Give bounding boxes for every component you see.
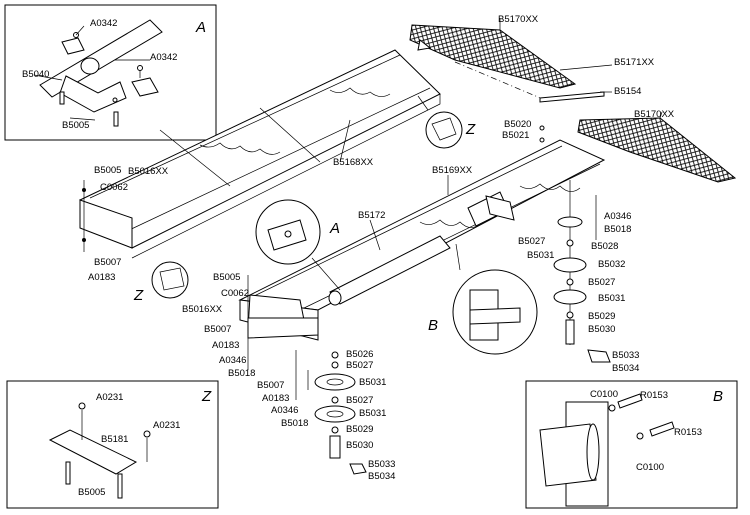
callout-z-top-letter: Z (465, 121, 476, 138)
label-b5033-r: B5033 (612, 350, 639, 361)
label-b5027-c1: B5027 (346, 360, 373, 371)
label-b5169xx: B5169XX (432, 165, 473, 176)
inset-b-label-2: R0153 (640, 390, 668, 401)
inset-a: A A0342 A0342 B5040 B5005 (4, 4, 217, 141)
inset-z-label-3: B5181 (101, 434, 128, 445)
label-b5018-front: B5018 (228, 368, 255, 379)
label-b5030-r: B5030 (588, 324, 615, 335)
inset-z: Z A0231 A0231 B5181 B5005 (6, 380, 219, 509)
inset-b: B C0100 R0153 R0153 C0100 (525, 380, 738, 509)
label-b5007-front-2: B5007 (257, 380, 284, 391)
label-b5027-r2: B5027 (588, 277, 615, 288)
inset-b-letter: B (713, 388, 723, 405)
axle-b5172 (328, 191, 515, 306)
label-b5021: B5021 (502, 130, 529, 141)
label-b5028: B5028 (591, 241, 618, 252)
label-a0183-left: A0183 (88, 272, 115, 283)
inset-a-label-1: A0342 (90, 18, 117, 29)
pin-b5154 (539, 91, 605, 103)
label-b5170xx-right: B5170XX (634, 109, 675, 120)
label-b5171xx: B5171XX (614, 57, 655, 68)
label-a0183-front-2: A0183 (262, 393, 289, 404)
bolt-b5005 (59, 91, 119, 127)
inset-z-letter: Z (201, 388, 212, 405)
inset-z-label-1: A0231 (96, 392, 123, 403)
callout-b-letter: B (428, 317, 438, 334)
label-c0062-front: C0062 (221, 288, 249, 299)
label-b5020: B5020 (504, 119, 531, 130)
label-a0346-right: A0346 (604, 211, 631, 222)
bracket-b5040 (59, 75, 127, 113)
label-b5027-c2: B5027 (346, 395, 373, 406)
label-b5018-right: B5018 (604, 224, 631, 235)
label-a0346-front-2: A0346 (271, 405, 298, 416)
inset-a-frame (4, 4, 217, 141)
inset-b-frame (525, 380, 738, 509)
inset-a-label-4: B5005 (62, 120, 89, 131)
inset-b-label-3: R0153 (674, 427, 702, 438)
label-b5154: B5154 (614, 86, 641, 97)
label-c0062-left: C0062 (100, 182, 128, 193)
track-b5168xx (79, 49, 441, 259)
inset-a-label-3: B5040 (22, 69, 49, 80)
callout-z-left-letter: Z (133, 287, 144, 304)
ramp-b5170xx-top (409, 24, 577, 89)
label-b5170xx-top: B5170XX (498, 14, 539, 25)
label-a0183-front: A0183 (212, 340, 239, 351)
ramp-b5170xx-right (577, 117, 737, 183)
inset-b-label-4: C0100 (636, 462, 664, 473)
callout-z-top (425, 111, 463, 149)
label-b5029-r: B5029 (588, 311, 615, 322)
label-b5005-front: B5005 (213, 272, 240, 283)
label-b5031-c1: B5031 (359, 377, 386, 388)
label-b5016xx-left: B5016XX (128, 166, 169, 177)
label-b5031-r2: B5031 (598, 293, 625, 304)
label-b5029-c: B5029 (346, 424, 373, 435)
callout-a-letter: A (329, 220, 340, 237)
inset-a-letter: A (195, 19, 206, 36)
inset-z-label-2: A0231 (153, 420, 180, 431)
label-b5172: B5172 (358, 210, 385, 221)
label-b5034-r: B5034 (612, 363, 639, 374)
label-b5007-left: B5007 (94, 257, 121, 268)
label-b5007-front: B5007 (204, 324, 231, 335)
label-b5168xx: B5168XX (333, 157, 374, 168)
center-wheel-stack (314, 351, 356, 459)
label-a0346-front: A0346 (219, 355, 246, 366)
label-b5016xx-front: B5016XX (182, 304, 223, 315)
bracket-b5181 (48, 429, 138, 475)
label-b5018-front-2: B5018 (281, 418, 308, 429)
shaft-drawing (39, 19, 163, 98)
label-b5031-c2: B5031 (359, 408, 386, 419)
plate-a0342-right (131, 77, 159, 97)
ramp-b5016xx-front (247, 294, 319, 339)
plate-a0342-top (61, 37, 85, 55)
inset-z-frame (6, 380, 219, 509)
label-b5031-r1: B5031 (527, 250, 554, 261)
label-b5030-c: B5030 (346, 440, 373, 451)
inset-z-label-4: B5005 (78, 487, 105, 498)
inset-a-label-2: A0342 (150, 52, 177, 63)
label-b5026: B5026 (346, 349, 373, 360)
right-wheel-stack (553, 180, 597, 345)
label-b5033-c: B5033 (368, 459, 395, 470)
label-b5032: B5032 (598, 259, 625, 270)
callout-z-left (151, 261, 189, 299)
inset-b-label-1: C0100 (590, 389, 618, 400)
label-b5027-r1: B5027 (518, 236, 545, 247)
label-b5005-left: B5005 (94, 165, 121, 176)
label-b5034-c: B5034 (368, 471, 395, 482)
